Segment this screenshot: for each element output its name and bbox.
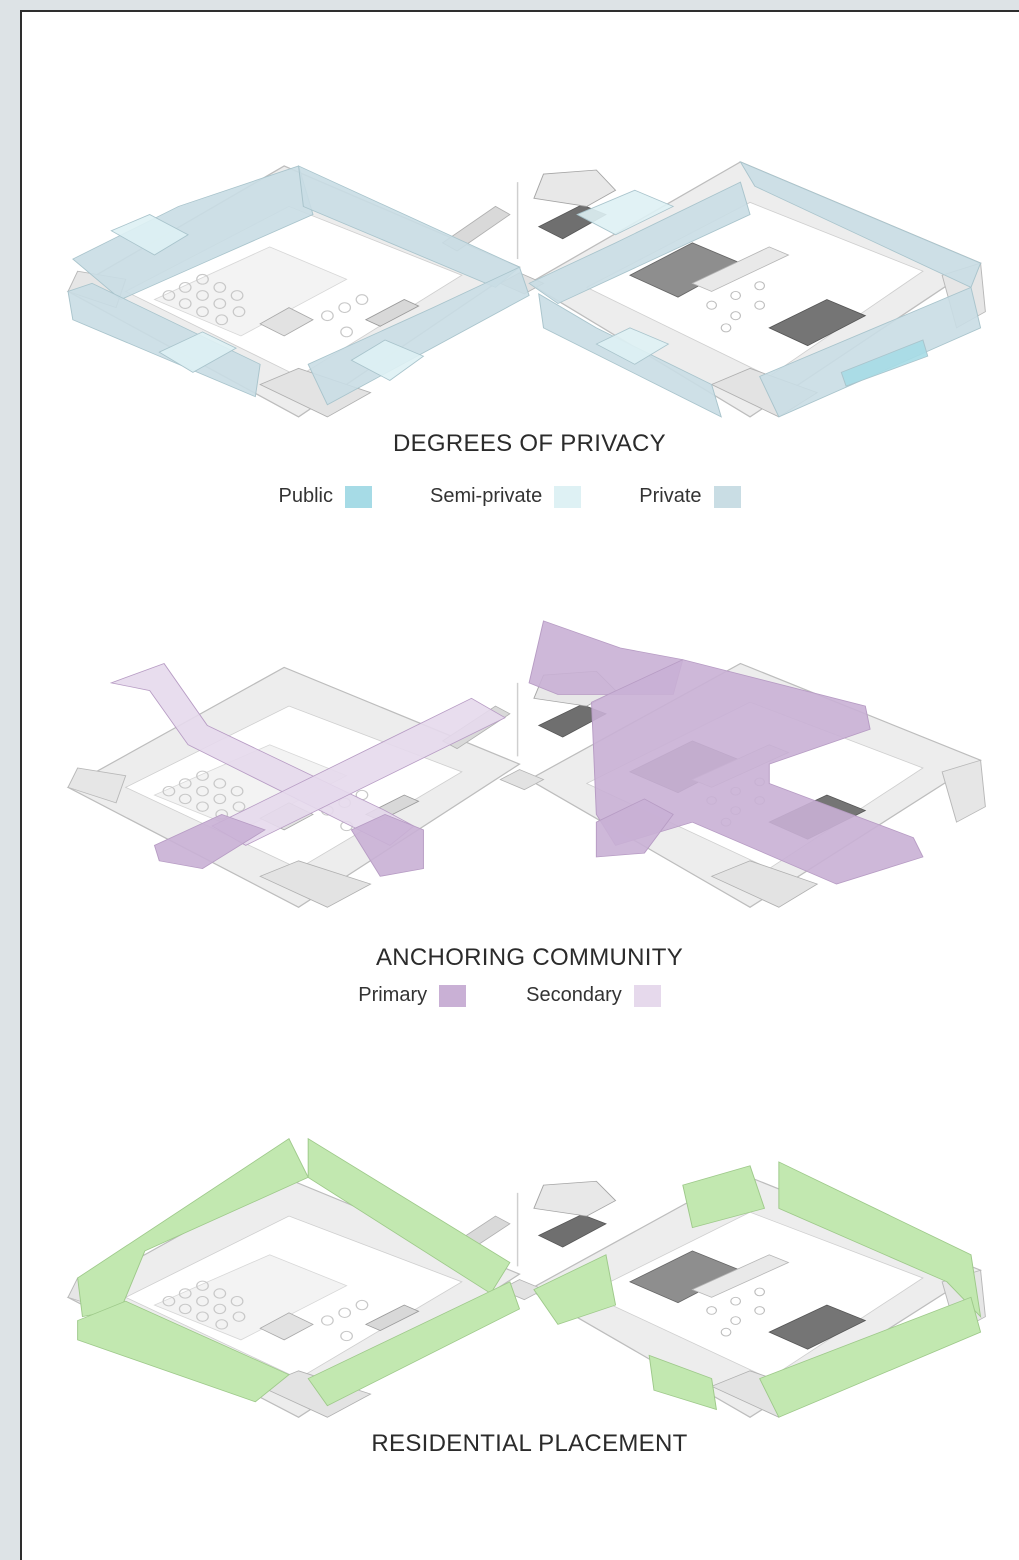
residential-block — [307, 1281, 521, 1407]
privacy-diagram — [20, 85, 1019, 425]
legend-public-label: Public — [278, 485, 333, 507]
residential-diagram-svg — [67, 1137, 987, 1418]
legend-secondary-swatch — [633, 984, 661, 1007]
legend-private: Private — [639, 485, 741, 508]
residential-title: RESIDENTIAL PLACEMENT — [371, 1430, 688, 1457]
legend-semi-private-swatch — [554, 485, 582, 508]
residential-diagram — [20, 1100, 1019, 1425]
privacy-legend: Public Semi-private Private — [0, 485, 1019, 508]
legend-primary-label: Primary — [358, 984, 428, 1006]
residential-block — [778, 1161, 982, 1319]
private-block — [528, 181, 751, 305]
residential-block — [533, 1254, 617, 1325]
community-diagram — [20, 590, 1019, 915]
legend-primary: Primary — [358, 984, 467, 1007]
legend-semi-private: Semi-private — [429, 485, 582, 508]
community-diagram-svg — [67, 620, 987, 908]
residential-block — [648, 1354, 717, 1411]
semi-private-block — [595, 327, 670, 365]
primary-zone — [350, 813, 424, 877]
private-block — [67, 282, 261, 398]
privacy-title: DEGREES OF PRIVACY — [392, 430, 666, 457]
privacy-diagram-svg — [67, 160, 987, 418]
residential-block — [759, 1296, 982, 1418]
semi-private-block — [110, 214, 189, 256]
legend-public-swatch — [344, 485, 372, 508]
legend-primary-swatch — [439, 984, 467, 1007]
residential-block — [77, 1300, 290, 1403]
semi-private-block — [158, 331, 238, 373]
legend-secondary: Secondary — [526, 984, 661, 1007]
semi-private-block — [350, 339, 425, 381]
legend-private-swatch — [713, 485, 741, 508]
primary-zone — [153, 813, 266, 869]
residential-block — [682, 1165, 766, 1229]
semi-private-block — [576, 189, 675, 236]
residential-block — [77, 1138, 309, 1318]
community-legend: Primary Secondary — [0, 984, 1019, 1007]
private-block — [759, 286, 982, 418]
public-block — [840, 339, 929, 387]
primary-zone — [595, 798, 674, 858]
legend-semi-private-label: Semi-private — [429, 485, 543, 507]
legend-private-label: Private — [639, 485, 702, 507]
legend-public: Public — [279, 485, 372, 508]
private-block — [307, 266, 530, 406]
community-title: ANCHORING COMMUNITY — [375, 944, 684, 971]
legend-secondary-label: Secondary — [526, 984, 622, 1006]
